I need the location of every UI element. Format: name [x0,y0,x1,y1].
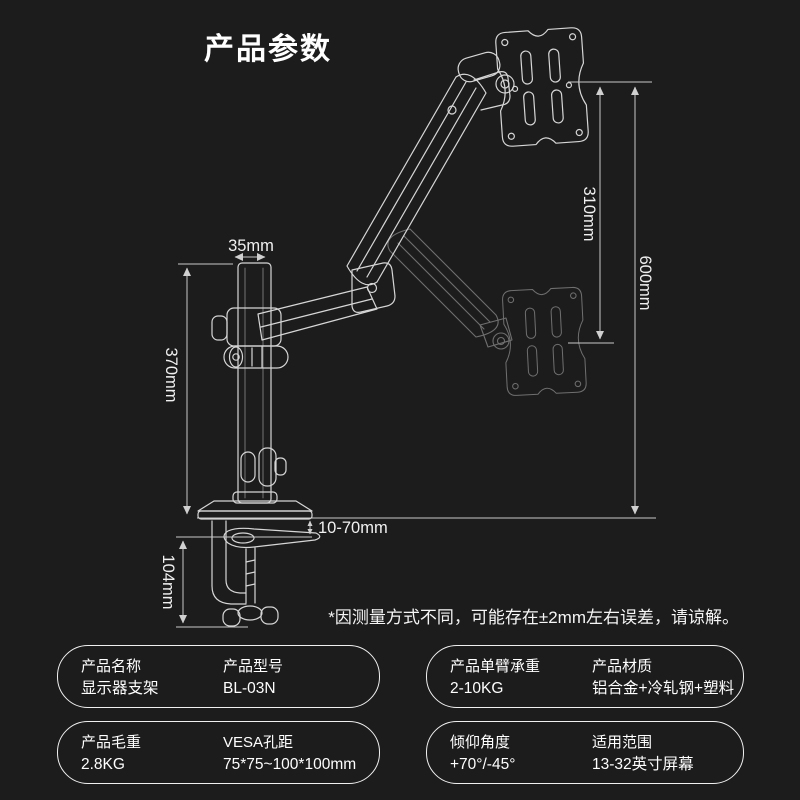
ghost-head-bracket [479,317,513,348]
spec-label: 产品单臂承重 [450,658,541,675]
ghost-vesa-plate [502,286,587,396]
spec-label: VESA孔距 [223,734,294,751]
spec-value: BL-03N [223,680,276,697]
spec-item: 产品毛重 2.8KG [81,732,223,783]
cable-clips [240,447,287,487]
pole-collar-and-hinge [211,307,289,369]
dimension-labels: 35mm 370mm 310mm 600mm 10-70mm 104mm [159,186,654,609]
dim-desk-thickness: 10-70mm [318,519,388,537]
spec-value: 13-32英寸屏幕 [592,756,694,773]
clamp-lever [223,527,321,549]
gas-spring-arm [346,73,487,294]
spec-value: 75*75~100*100mm [223,756,357,773]
spec-label: 产品毛重 [81,734,142,751]
measurement-note: *因测量方式不同，可能存在±2mm左右误差，请谅解。 [328,608,739,627]
spec-value: 2.8KG [81,756,125,773]
dimension-lines [176,81,656,628]
spec-item: 产品材质 铝合金+冷轧钢+塑料 [592,656,743,707]
monitor-arm-drawing [197,27,589,627]
spec-label: 产品名称 [81,658,142,675]
elbow-joint [351,262,396,313]
dim-pole-height: 370mm [162,347,180,402]
clamp-screw [245,547,256,604]
spec-value: +70°/-45° [450,756,516,773]
clamp-knob [237,605,263,621]
extension-arm [257,262,396,341]
spec-item: 产品单臂承重 2-10KG [450,656,592,707]
spec-item: 产品名称 显示器支架 [81,656,223,707]
spec-item: 倾仰角度 +70°/-45° [450,732,592,783]
dim-pole-diameter: 35mm [228,237,274,255]
dim-clamp-height: 104mm [159,554,177,609]
dim-total-height: 600mm [636,255,654,310]
spec-item: 适用范围 13-32英寸屏幕 [592,732,743,783]
spec-card-weight-and-vesa: 产品毛重 2.8KG VESA孔距 75*75~100*100mm [57,721,380,784]
spec-item: VESA孔距 75*75~100*100mm [223,732,379,783]
spec-label: 产品材质 [592,658,653,675]
spec-card-name-and-model: 产品名称 显示器支架 产品型号 BL-03N [57,645,380,708]
vesa-plate [495,27,589,147]
spec-card-tilt-and-screen-size: 倾仰角度 +70°/-45° 适用范围 13-32英寸屏幕 [426,721,744,784]
spec-label: 适用范围 [592,734,653,751]
spec-item: 产品型号 BL-03N [223,656,379,707]
spec-label: 产品型号 [223,658,284,675]
spec-value: 铝合金+冷轧钢+塑料 [592,680,735,697]
spec-label: 倾仰角度 [450,734,511,751]
spec-value: 显示器支架 [81,680,159,697]
page-title: 产品参数 [204,33,332,66]
spec-value: 2-10KG [450,680,504,697]
dim-lift-range: 310mm [580,186,598,241]
desk-clamp [197,491,321,627]
top-joint [457,51,515,111]
ghost-arm-lowered-position [387,228,587,396]
spec-card-load-and-material: 产品单臂承重 2-10KG 产品材质 铝合金+冷轧钢+塑料 [426,645,744,708]
